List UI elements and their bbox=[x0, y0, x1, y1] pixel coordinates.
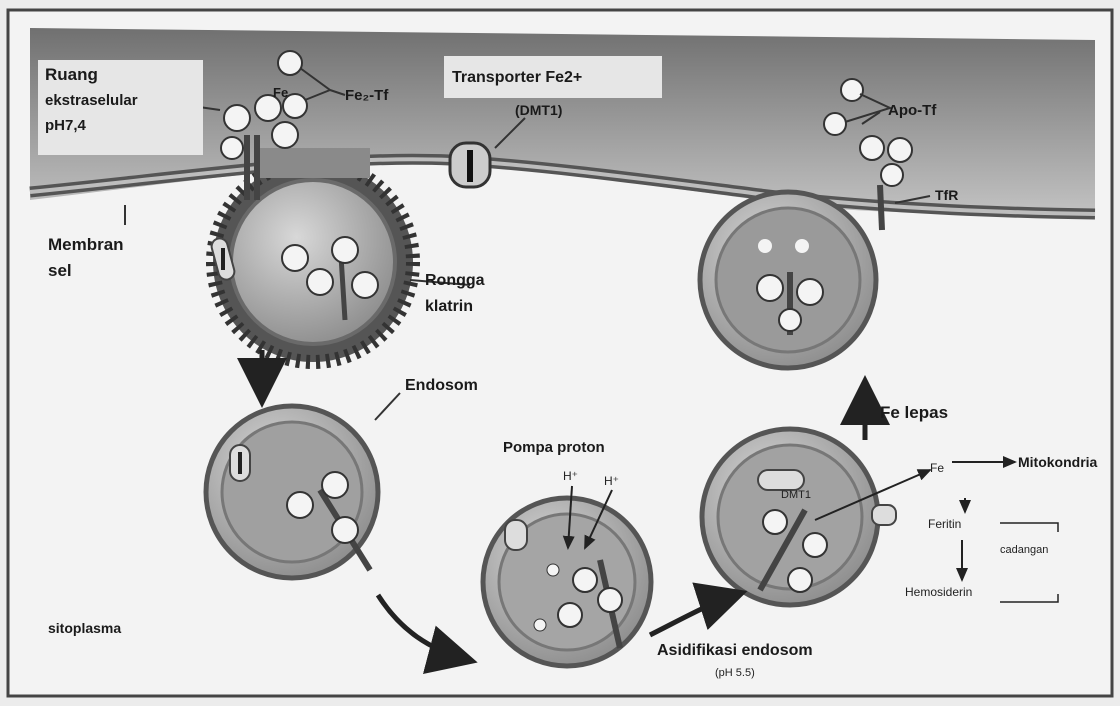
label-endosom: Endosom bbox=[405, 377, 478, 394]
label-fe2-tf: Fe₂-Tf bbox=[345, 87, 389, 104]
label-asidifikasi: Asidifikasi endosom bbox=[657, 642, 813, 659]
label-fe-small: Fe bbox=[930, 461, 944, 475]
label-transporter: Transporter Fe2+ bbox=[452, 69, 582, 86]
label-hemosiderin: Hemosiderin bbox=[905, 585, 972, 599]
label-feritin: Feritin bbox=[928, 517, 961, 531]
acidified-endosome bbox=[483, 498, 651, 666]
label-ruang: Ruang bbox=[45, 65, 98, 84]
label-ekstraselular: ekstraselular bbox=[45, 92, 138, 109]
label-tfr: TfR bbox=[935, 187, 958, 203]
label-h-plus-2: H⁺ bbox=[604, 474, 619, 488]
label-mitokondria: Mitokondria bbox=[1018, 454, 1098, 470]
label-apo-tf: Apo-Tf bbox=[888, 102, 937, 119]
label-h-plus-1: H⁺ bbox=[563, 469, 578, 483]
label-fe-lepas: Fe lepas bbox=[880, 403, 948, 422]
label-dmt1-top: (DMT1) bbox=[515, 102, 562, 118]
label-fe-ion: Fe bbox=[273, 85, 288, 100]
label-membran: Membran bbox=[48, 235, 124, 254]
label-pompa-proton: Pompa proton bbox=[503, 439, 605, 456]
label-rongga: Rongga bbox=[425, 272, 485, 289]
label-klatrin: klatrin bbox=[425, 298, 473, 315]
label-cadangan: cadangan bbox=[1000, 544, 1048, 556]
label-sitoplasma: sitoplasma bbox=[48, 620, 121, 636]
endosome-vesicle bbox=[206, 406, 378, 578]
label-ph74: pH7,4 bbox=[45, 117, 87, 134]
label-sel: sel bbox=[48, 261, 72, 280]
label-ph-endosom: (pH 5.5) bbox=[715, 667, 755, 679]
recycling-vesicle bbox=[700, 192, 876, 368]
label-dmt1-inner: DMT1 bbox=[781, 489, 811, 501]
